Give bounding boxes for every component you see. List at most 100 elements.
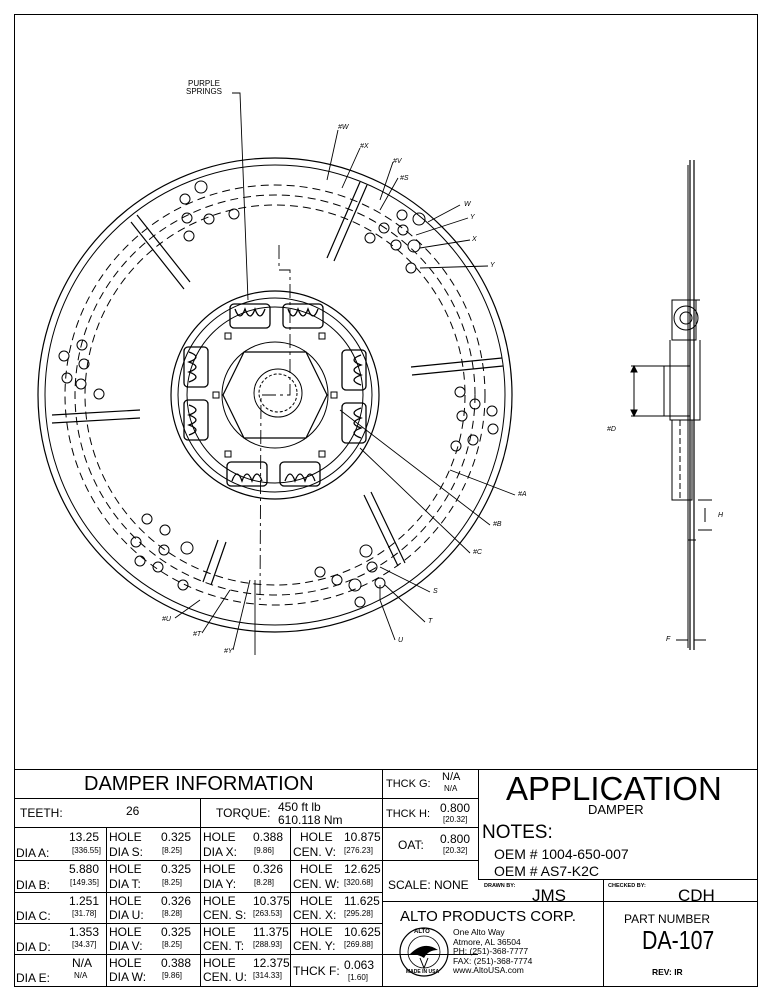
hole-value: 11.625 — [344, 894, 380, 908]
hole-label: HOLE — [109, 830, 142, 844]
torque-label: TORQUE: — [216, 806, 271, 820]
label-a: #A — [518, 491, 527, 498]
hole-sub: DIA W: — [109, 970, 147, 984]
label-v-top: #V — [393, 158, 402, 165]
label-s: S — [433, 588, 438, 595]
hole-sub: CEN. S: — [203, 908, 247, 922]
spring-windows — [183, 303, 367, 487]
notes-label: NOTES: — [482, 822, 553, 843]
dia-label: DIA C: — [16, 909, 51, 923]
thck-f-value: 0.063 — [344, 958, 375, 972]
hole-sub: DIA T: — [109, 877, 141, 891]
label-u-left: #U — [162, 616, 171, 623]
thck-f-label: THCK F: — [293, 964, 340, 978]
dia-label: DIA E: — [16, 971, 51, 985]
application-title: APPLICATION — [506, 770, 722, 807]
hole-label: HOLE — [300, 830, 333, 844]
thck-h-label: THCK H: — [386, 808, 430, 820]
scale-label: SCALE: NONE — [388, 878, 469, 892]
drawn-by-label: DRAWN BY: — [484, 883, 516, 889]
hole-value: 0.325 — [161, 830, 192, 844]
dia-label: DIA B: — [16, 878, 51, 892]
hole-sub: CEN. Y: — [293, 939, 336, 953]
hole-mm: [288.93] — [253, 940, 282, 949]
hole-sub: DIA Y: — [203, 877, 237, 891]
label-y2: Y — [490, 262, 495, 269]
hub-ring-1 — [170, 290, 380, 500]
oat-mm: [20.32] — [443, 846, 468, 855]
label-w-top: #W — [338, 124, 349, 131]
spline-outer — [253, 368, 303, 418]
hole-mm: [320.68] — [344, 878, 373, 887]
teeth-value: 26 — [126, 804, 140, 818]
drawing-sheet — [14, 14, 758, 987]
hole-mm: [9.86] — [162, 971, 183, 980]
dia-value: 1.353 — [69, 925, 100, 939]
label-x: X — [472, 236, 477, 243]
thck-g-label: THCK G: — [386, 778, 431, 790]
dia-mm: N/A — [74, 971, 88, 980]
hub-ring-3 — [186, 306, 364, 484]
label-y-left: #Y — [224, 648, 233, 655]
hole-sub: DIA X: — [203, 845, 238, 859]
application-subtitle: DAMPER — [588, 802, 644, 817]
thck-g-value: N/A — [442, 771, 461, 783]
hub-ring-2 — [177, 297, 373, 493]
hole-mm: [295.28] — [344, 909, 373, 918]
drawn-by-value: JMS — [532, 886, 566, 905]
hole-value: 12.625 — [344, 862, 381, 876]
holes-bottom-left — [130, 513, 194, 591]
thck-h-mm: [20.32] — [443, 815, 468, 824]
hole-value: 0.388 — [253, 830, 284, 844]
hole-mm: [8.25] — [162, 878, 183, 887]
alto-seal-icon — [399, 927, 449, 977]
hole-value: 11.375 — [253, 925, 289, 939]
company-seal — [398, 926, 450, 978]
label-c: #C — [473, 549, 482, 556]
hole-label: HOLE — [109, 925, 142, 939]
hole-label: HOLE — [300, 925, 333, 939]
hole-mm: [8.28] — [162, 909, 183, 918]
label-h: H — [718, 512, 724, 519]
dia-label: DIA D: — [16, 940, 51, 954]
company-address: One Alto Way Atmore, AL 36504 PH: (251)-… — [453, 927, 533, 975]
dia-mm: [34.37] — [72, 940, 97, 949]
hole-label: HOLE — [109, 956, 142, 970]
oem-note-2: OEM # AS7-K2C — [494, 863, 600, 879]
label-f: F — [666, 636, 671, 643]
label-x-top: #X — [360, 143, 369, 150]
hole-sub: CEN. X: — [293, 908, 337, 922]
dia-value: 5.880 — [69, 862, 100, 876]
hole-sub: CEN. U: — [203, 970, 248, 984]
hole-sub: DIA V: — [109, 939, 143, 953]
label-d: #D — [607, 426, 616, 433]
hub-hex — [222, 351, 328, 439]
dia-label: DIA A: — [16, 846, 50, 860]
revision: REV: IR — [652, 967, 683, 977]
hole-mm: [314.33] — [253, 971, 282, 980]
torque-value-nm: 610.118 Nm — [278, 813, 343, 827]
hole-label: HOLE — [203, 862, 236, 876]
label-w: W — [464, 201, 471, 208]
hole-label: HOLE — [203, 925, 236, 939]
hole-label: HOLE — [109, 862, 142, 876]
hole-mm: [9.86] — [254, 846, 275, 855]
spline-inner — [258, 373, 298, 413]
hole-label: HOLE — [300, 894, 333, 908]
hole-mm: [263.53] — [253, 909, 282, 918]
seal-text-top: ALTO — [414, 929, 430, 935]
hole-sub: CEN. W: — [293, 877, 340, 891]
hole-value: 10.375 — [253, 894, 290, 908]
dia-mm: [336.55] — [72, 846, 101, 855]
hole-sub: CEN. T: — [203, 939, 245, 953]
torque-value-ftlb: 450 ft lb — [278, 800, 321, 814]
dia-value: 1.251 — [69, 894, 100, 908]
checked-by-label: CHECKED BY: — [608, 883, 646, 889]
leader-lines — [174, 92, 516, 655]
hub-ring-4 — [221, 341, 329, 449]
hole-mm: [8.28] — [254, 878, 275, 887]
hole-label: HOLE — [203, 956, 236, 970]
hole-value: 0.325 — [161, 862, 192, 876]
label-u: U — [398, 637, 404, 644]
